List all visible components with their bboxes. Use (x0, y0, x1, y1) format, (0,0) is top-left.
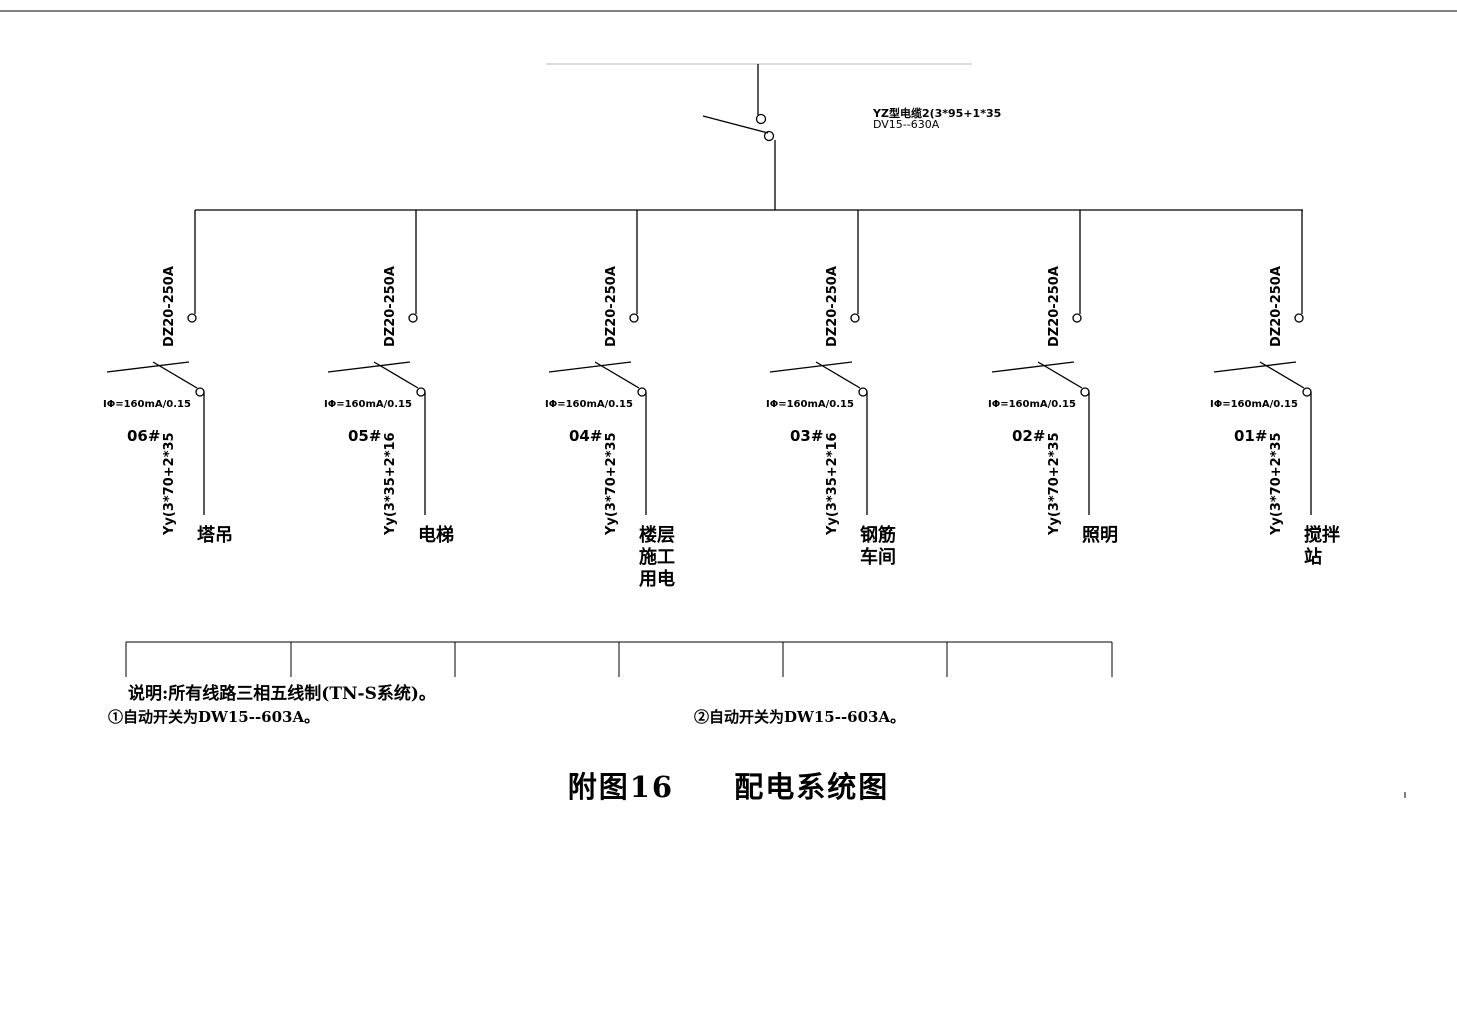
figure-caption: 附图16 配电系统图 (0, 764, 1457, 806)
branch-cable-label: Yy(3*70+2*35 (1269, 432, 1284, 536)
branch-cable-label: Yy(3*70+2*35 (604, 432, 619, 536)
notes-item-1: ①自动开关为DW15--603A。 (108, 708, 320, 726)
breaker-contact (1072, 313, 1082, 323)
branch-id-label: 04# (569, 427, 602, 445)
branch-load-label: 塔吊 (197, 524, 233, 546)
branch-rcd-label: IΦ=160mA/0.15 (545, 399, 633, 410)
rcd-blade-upper (327, 361, 411, 373)
branch-id-label: 05# (348, 427, 381, 445)
main-breaker (702, 64, 776, 210)
main-cable-label: YZ型电缆2(3*95+1*35 (872, 106, 1001, 120)
breaker-contact (187, 313, 197, 323)
main-breaker-label: DV15--630A (873, 118, 940, 131)
rcd-blade (1259, 361, 1305, 389)
branch-id-label: 02# (1012, 427, 1045, 445)
breaker-contact (1294, 313, 1304, 323)
rcd-blade (594, 361, 640, 389)
rcd-blade-upper (769, 361, 853, 373)
branch-05: DZ20-250A IΦ=160mA/0.15 05#Yy(3*35+2*16 电梯 (324, 210, 454, 546)
branch-rcd-label: IΦ=160mA/0.15 (324, 399, 412, 410)
branch-rcd-label: IΦ=160mA/0.15 (1210, 399, 1298, 410)
rcd-blade (373, 361, 419, 389)
branch-breaker-label: DZ20-250A (383, 266, 398, 347)
rcd-blade (815, 361, 861, 389)
rcd-blade (1037, 361, 1083, 389)
branch-breaker-label: DZ20-250A (162, 266, 177, 347)
notes-item-2: ②自动开关为DW15--603A。 (694, 708, 906, 726)
branch-circuits: DZ20-250AIΦ=160mA/0.1506#Yy(3*70+2*35塔吊D… (103, 210, 1340, 590)
branch-load-label: 车间 (860, 546, 896, 568)
branch-cable-label: Yy(3*35+2*16 (383, 432, 398, 536)
rcd-blade (152, 361, 198, 389)
branch-load-label: 施工 (639, 546, 675, 568)
rcd-contact (416, 387, 426, 397)
breaker-contact (850, 313, 860, 323)
notes-line-1: 说明:所有线路三相五线制(TN-S系统)。 (128, 684, 436, 704)
rcd-contact (858, 387, 868, 397)
rcd-blade-upper (991, 361, 1075, 373)
rcd-contact (195, 387, 205, 397)
figure-number: 附图16 (567, 770, 675, 804)
branch-03: DZ20-250A IΦ=160mA/0.15 03#Yy(3*35+2*16 钢筋车… (766, 210, 896, 568)
branch-rcd-label: IΦ=160mA/0.15 (988, 399, 1076, 410)
branch-rcd-label: IΦ=160mA/0.15 (766, 399, 854, 410)
branch-load-label: 照明 (1082, 525, 1118, 546)
rcd-blade-upper (106, 361, 190, 373)
branch-cable-label: Yy(3*70+2*35 (162, 432, 177, 536)
branch-load-label: 楼层 (639, 524, 675, 546)
figure-title: 配电系统图 (734, 770, 890, 804)
breaker-contact (629, 313, 639, 323)
branch-id-label: 06# (127, 427, 160, 445)
branch-id-label: 03# (790, 427, 823, 445)
breaker-contact (408, 313, 418, 323)
branch-breaker-label: DZ20-250A (604, 266, 619, 347)
branch-04: DZ20-250A IΦ=160mA/0.15 04#Yy(3*70+2*35 楼层施… (545, 210, 675, 590)
branch-load-label: 搅拌 (1304, 524, 1340, 546)
branch-load-label: 站 (1304, 546, 1322, 568)
rcd-contact (1080, 387, 1090, 397)
rcd-blade-upper (1213, 361, 1297, 373)
branch-06: DZ20-250A IΦ=160mA/0.15 06#Yy(3*70+2*35 塔吊 (103, 210, 233, 546)
branch-cable-label: Yy(3*35+2*16 (825, 432, 840, 536)
branch-load-label: 用电 (639, 568, 675, 590)
rcd-contact (1302, 387, 1312, 397)
branch-id-label: 01# (1234, 427, 1267, 445)
branch-02: DZ20-250A IΦ=160mA/0.15 02#Yy(3*70+2*35 照明 (988, 210, 1118, 546)
branch-load-label: 电梯 (418, 524, 454, 546)
notes-box (125, 641, 1113, 677)
branch-breaker-label: DZ20-250A (825, 266, 840, 347)
branch-cable-label: Yy(3*70+2*35 (1047, 432, 1062, 536)
branch-01: DZ20-250A IΦ=160mA/0.15 01#Yy(3*70+2*35 搅拌站 (1210, 210, 1340, 568)
branch-breaker-label: DZ20-250A (1269, 266, 1284, 347)
branch-rcd-label: IΦ=160mA/0.15 (103, 399, 191, 410)
branch-breaker-label: DZ20-250A (1047, 266, 1062, 347)
branch-load-label: 钢筋 (860, 524, 896, 546)
rcd-blade-upper (548, 361, 632, 373)
rcd-contact (637, 387, 647, 397)
